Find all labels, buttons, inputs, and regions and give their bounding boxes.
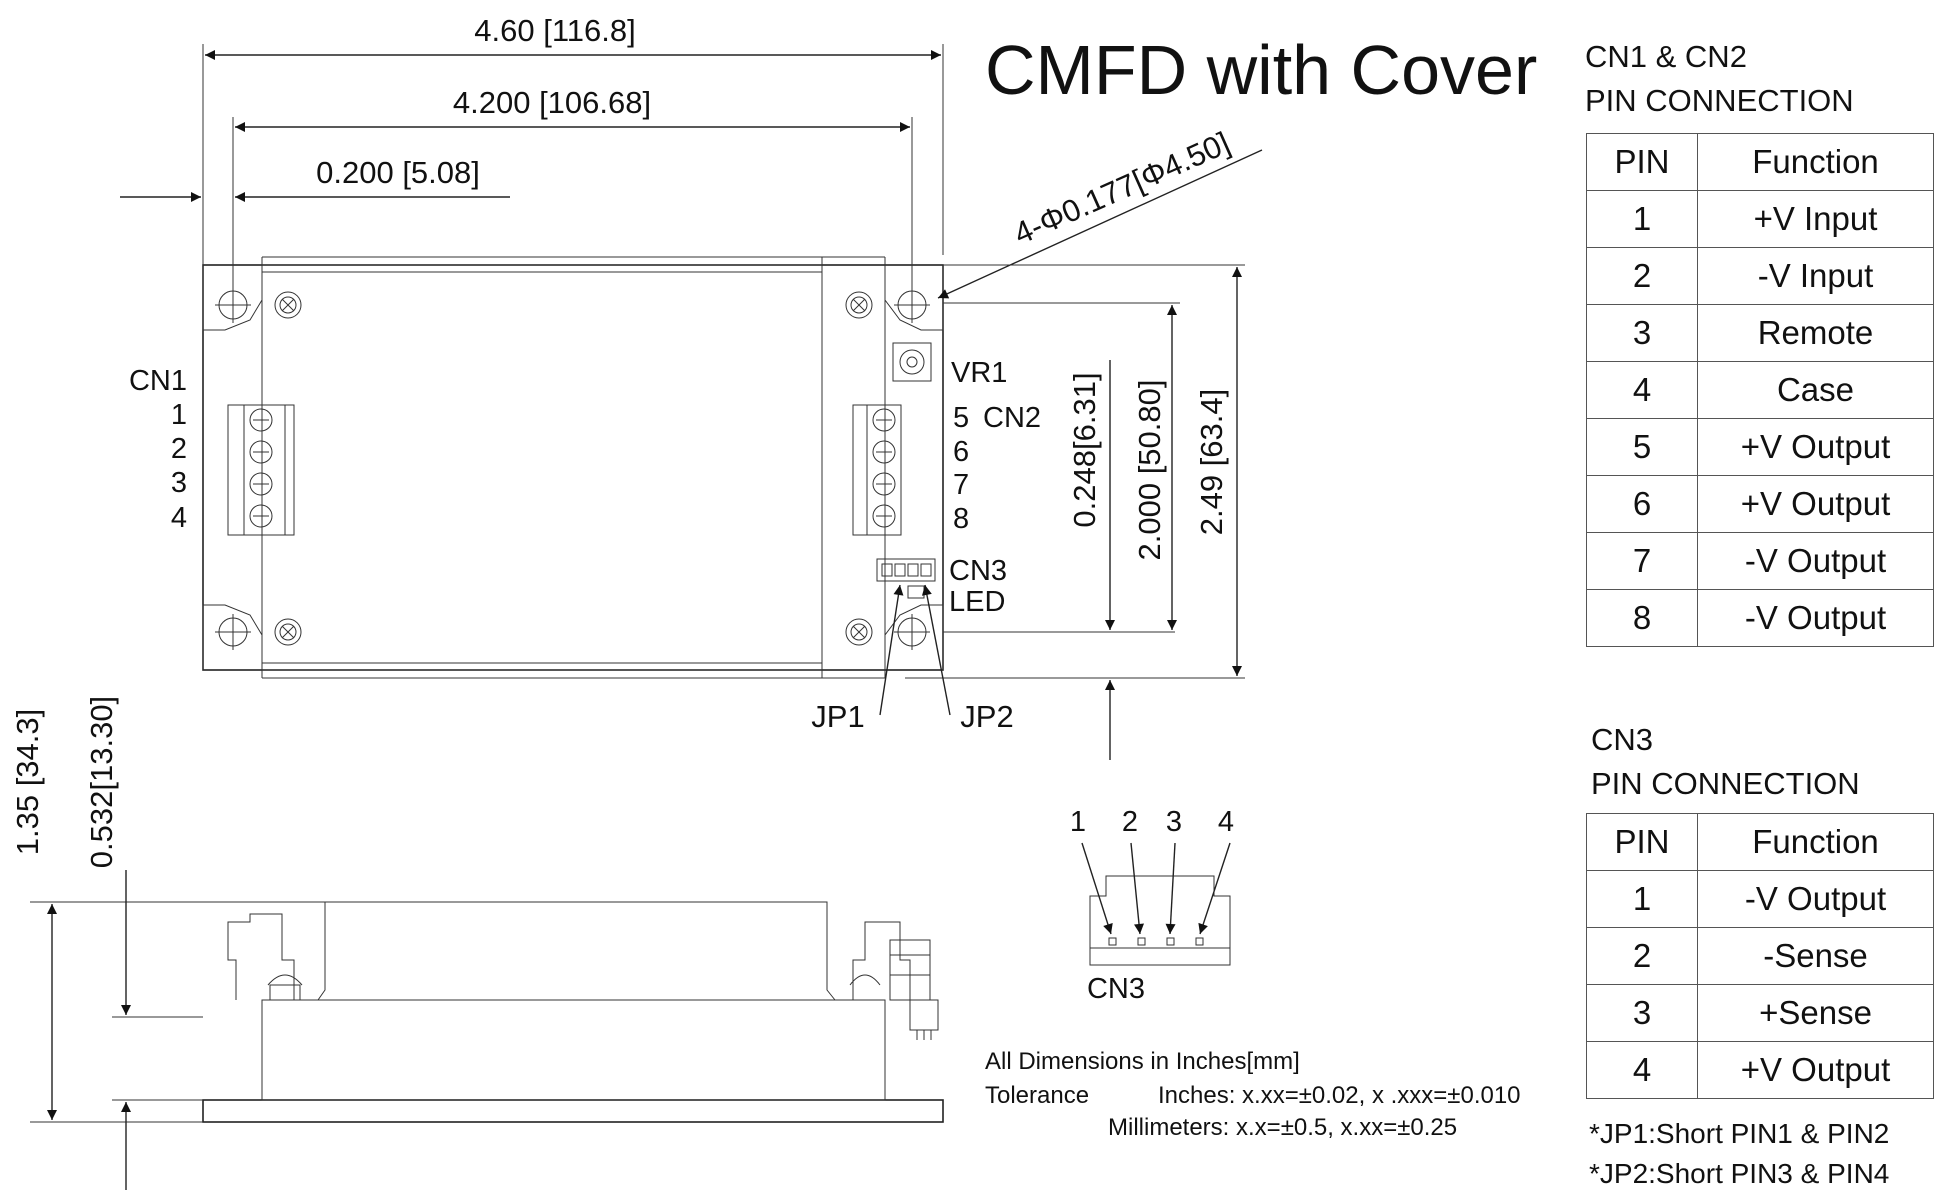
- side-view: [30, 870, 944, 1190]
- mounting-hole: [215, 614, 251, 650]
- tolerance-label: Tolerance: [985, 1082, 1090, 1109]
- dim-hole-offset-x: 0.200 [5.08]: [316, 155, 480, 190]
- cn2-pin-label: 6: [953, 436, 969, 468]
- table2-title: CN3 PIN CONNECTION: [1591, 722, 1860, 801]
- table-header: PIN Function: [1586, 813, 1934, 871]
- dimensions: [120, 44, 1263, 760]
- cn3-detail-pin-3: [1166, 937, 1175, 946]
- cover-panel: [261, 264, 823, 671]
- jp2-label: JP2: [960, 699, 1013, 734]
- cn3-detail-pin-label: 4: [1218, 806, 1234, 838]
- table-row: 4+V Output: [1586, 1041, 1934, 1099]
- dim-overall-width: 2.49 [63.4]: [1194, 389, 1229, 536]
- cn3-detail-pin-label: 2: [1122, 806, 1138, 838]
- dim-hole-spacing-y: 2.000 [50.80]: [1132, 380, 1167, 561]
- led-label: LED: [949, 586, 1005, 618]
- cover-screw: [274, 618, 302, 646]
- top-view: [202, 255, 944, 679]
- cover-screw: [845, 618, 873, 646]
- table-row: 5+V Output: [1586, 418, 1934, 476]
- table-row: 8-V Output: [1586, 589, 1934, 647]
- cn3-label: CN3: [949, 555, 1007, 587]
- mounting-hole: [894, 614, 930, 650]
- cn1-label: CN1: [129, 365, 187, 397]
- dim-leader-hole-dia: [937, 149, 1263, 299]
- vr1-trimmer: [892, 342, 932, 382]
- cn2-pin-label: 8: [953, 503, 969, 535]
- cn1-terminal-block: [227, 404, 295, 536]
- cover-side: [317, 901, 836, 1001]
- cn3-detail: [1081, 842, 1231, 966]
- cn3-detail-pin-1: [1108, 937, 1117, 946]
- cn1-side-profile: [227, 913, 303, 1001]
- dim-total-height: 1.35 [34.3]: [10, 709, 45, 856]
- dim-offset-y: 0.248[6.31]: [1067, 372, 1102, 527]
- cn2-terminal-block: [852, 404, 902, 536]
- table-row: 3+Sense: [1586, 984, 1934, 1042]
- base-plate-outline: [202, 264, 944, 671]
- cover-screw: [274, 291, 302, 319]
- dim-overall-length: 4.60 [116.8]: [474, 13, 635, 48]
- page-title: CMFD with Cover: [985, 31, 1538, 109]
- cn1-pin-label: 1: [171, 399, 187, 431]
- cn1-pin-label: 2: [171, 433, 187, 465]
- cn2-pin-label: 7: [953, 469, 969, 501]
- table-row: 7-V Output: [1586, 532, 1934, 590]
- table1-title: CN1 & CN2 PIN CONNECTION: [1585, 39, 1854, 118]
- chassis-side: [261, 999, 886, 1101]
- footnote-jp1: *JP1:Short PIN1 & PIN2: [1589, 1118, 1890, 1149]
- table-header: PIN Function: [1586, 133, 1934, 191]
- tolerance-mm: Millimeters: x.x=±0.5, x.xx=±0.25: [1108, 1114, 1458, 1141]
- mounting-hole: [894, 287, 930, 323]
- cn2-pin-label: 5: [953, 402, 969, 434]
- cn1-pin-label: 4: [171, 502, 187, 534]
- tolerance-inches: Inches: x.xx=±0.02, x .xxx=±0.010: [1158, 1082, 1521, 1109]
- table-row: 1-V Output: [1586, 870, 1934, 928]
- dim-base-height: 0.532[13.30]: [84, 696, 119, 868]
- dim-hole-diameter: 4-Φ0.177[Φ4.50]: [1009, 125, 1235, 251]
- dim-hole-spacing-x: 4.200 [106.68]: [453, 85, 651, 120]
- table-row: 2-V Input: [1586, 247, 1934, 305]
- cn2-side-profile: [849, 921, 939, 1040]
- cn2-label: CN2: [983, 402, 1041, 434]
- vr1-label: VR1: [951, 357, 1007, 389]
- base-plate-side: [202, 1099, 944, 1123]
- units-note: All Dimensions in Inches[mm]: [985, 1048, 1300, 1075]
- footnote-jp2: *JP2:Short PIN3 & PIN4: [1589, 1158, 1890, 1189]
- cover-screw: [845, 291, 873, 319]
- jp1-label: JP1: [811, 699, 864, 734]
- cn3-detail-pin-4: [1195, 937, 1204, 946]
- cn3-pin-table: PIN Function 1-V Output 2-Sense 3+Sense …: [1586, 813, 1934, 1099]
- table-row: 2-Sense: [1586, 927, 1934, 985]
- cn3-detail-pin-label: 3: [1166, 806, 1182, 838]
- table-row: 6+V Output: [1586, 475, 1934, 533]
- cn3-detail-pin-label: 1: [1070, 806, 1086, 838]
- cn3-connector: [876, 558, 936, 582]
- mounting-hole: [215, 287, 251, 323]
- cn1-pin-label: 3: [171, 467, 187, 499]
- cn3-detail-label: CN3: [1087, 973, 1145, 1005]
- table-row: 1+V Input: [1586, 190, 1934, 248]
- cn3-detail-pin-2: [1137, 937, 1146, 946]
